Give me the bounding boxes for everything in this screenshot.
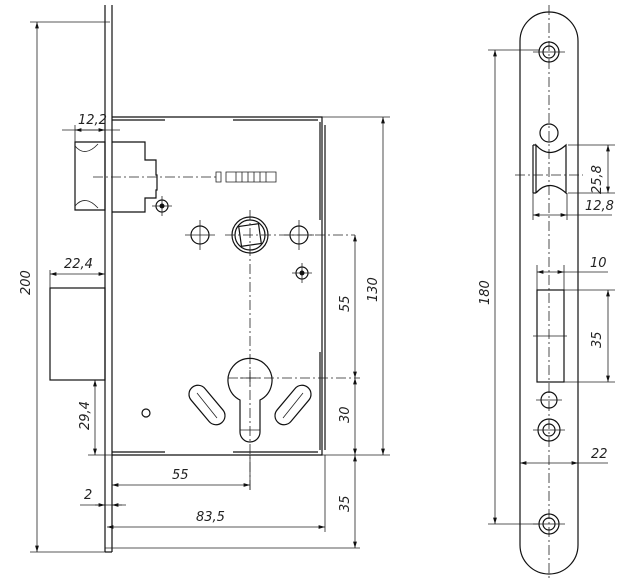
dim-overall-height: 200	[19, 270, 34, 295]
dim-strike-height: 180	[478, 280, 493, 305]
dim-backset: 55	[172, 468, 189, 483]
dim-latch-opening-width: 12,8	[585, 199, 614, 214]
dim-bottom-offset: 35	[338, 495, 353, 512]
dimension-lines	[30, 21, 390, 553]
latch-bolt	[74, 141, 277, 213]
dim-bolt-opening-width: 10	[590, 256, 607, 271]
dim-latch-projection: 12,2	[78, 113, 107, 128]
dim-bolt-from-bottom: 29,4	[78, 401, 93, 430]
cylinder-cutout	[141, 357, 360, 443]
dim-cylinder-to-bottom: 30	[338, 406, 353, 423]
lock-case	[112, 116, 323, 456]
lock-body-view: 200 12,2 22,4 29,4 55 2 83,5 130 55 30 3…	[19, 5, 390, 553]
strike-dimension-lines	[488, 49, 615, 525]
lower-holes	[533, 391, 565, 442]
pin-hole	[539, 123, 559, 143]
latch-opening	[532, 143, 567, 195]
spindle-hub	[225, 210, 355, 490]
screw-hole-top	[533, 41, 565, 63]
dim-body-height: 130	[366, 277, 381, 302]
dim-latch-opening-height: 25,8	[590, 165, 605, 194]
dim-faceplate-thickness: 2	[84, 488, 92, 503]
deadbolt	[49, 287, 106, 381]
dim-bolt-projection: 22,4	[64, 257, 93, 272]
dim-bolt-opening-height: 35	[590, 331, 605, 348]
dim-center-distance: 55	[338, 295, 353, 312]
screw-icon	[292, 263, 312, 283]
dim-body-depth: 83,5	[196, 510, 225, 525]
screw-icon	[152, 196, 172, 216]
strike-plate-view: 180 25,8 12,8 10 35 22	[478, 5, 615, 580]
dim-plate-width: 22	[591, 447, 608, 462]
